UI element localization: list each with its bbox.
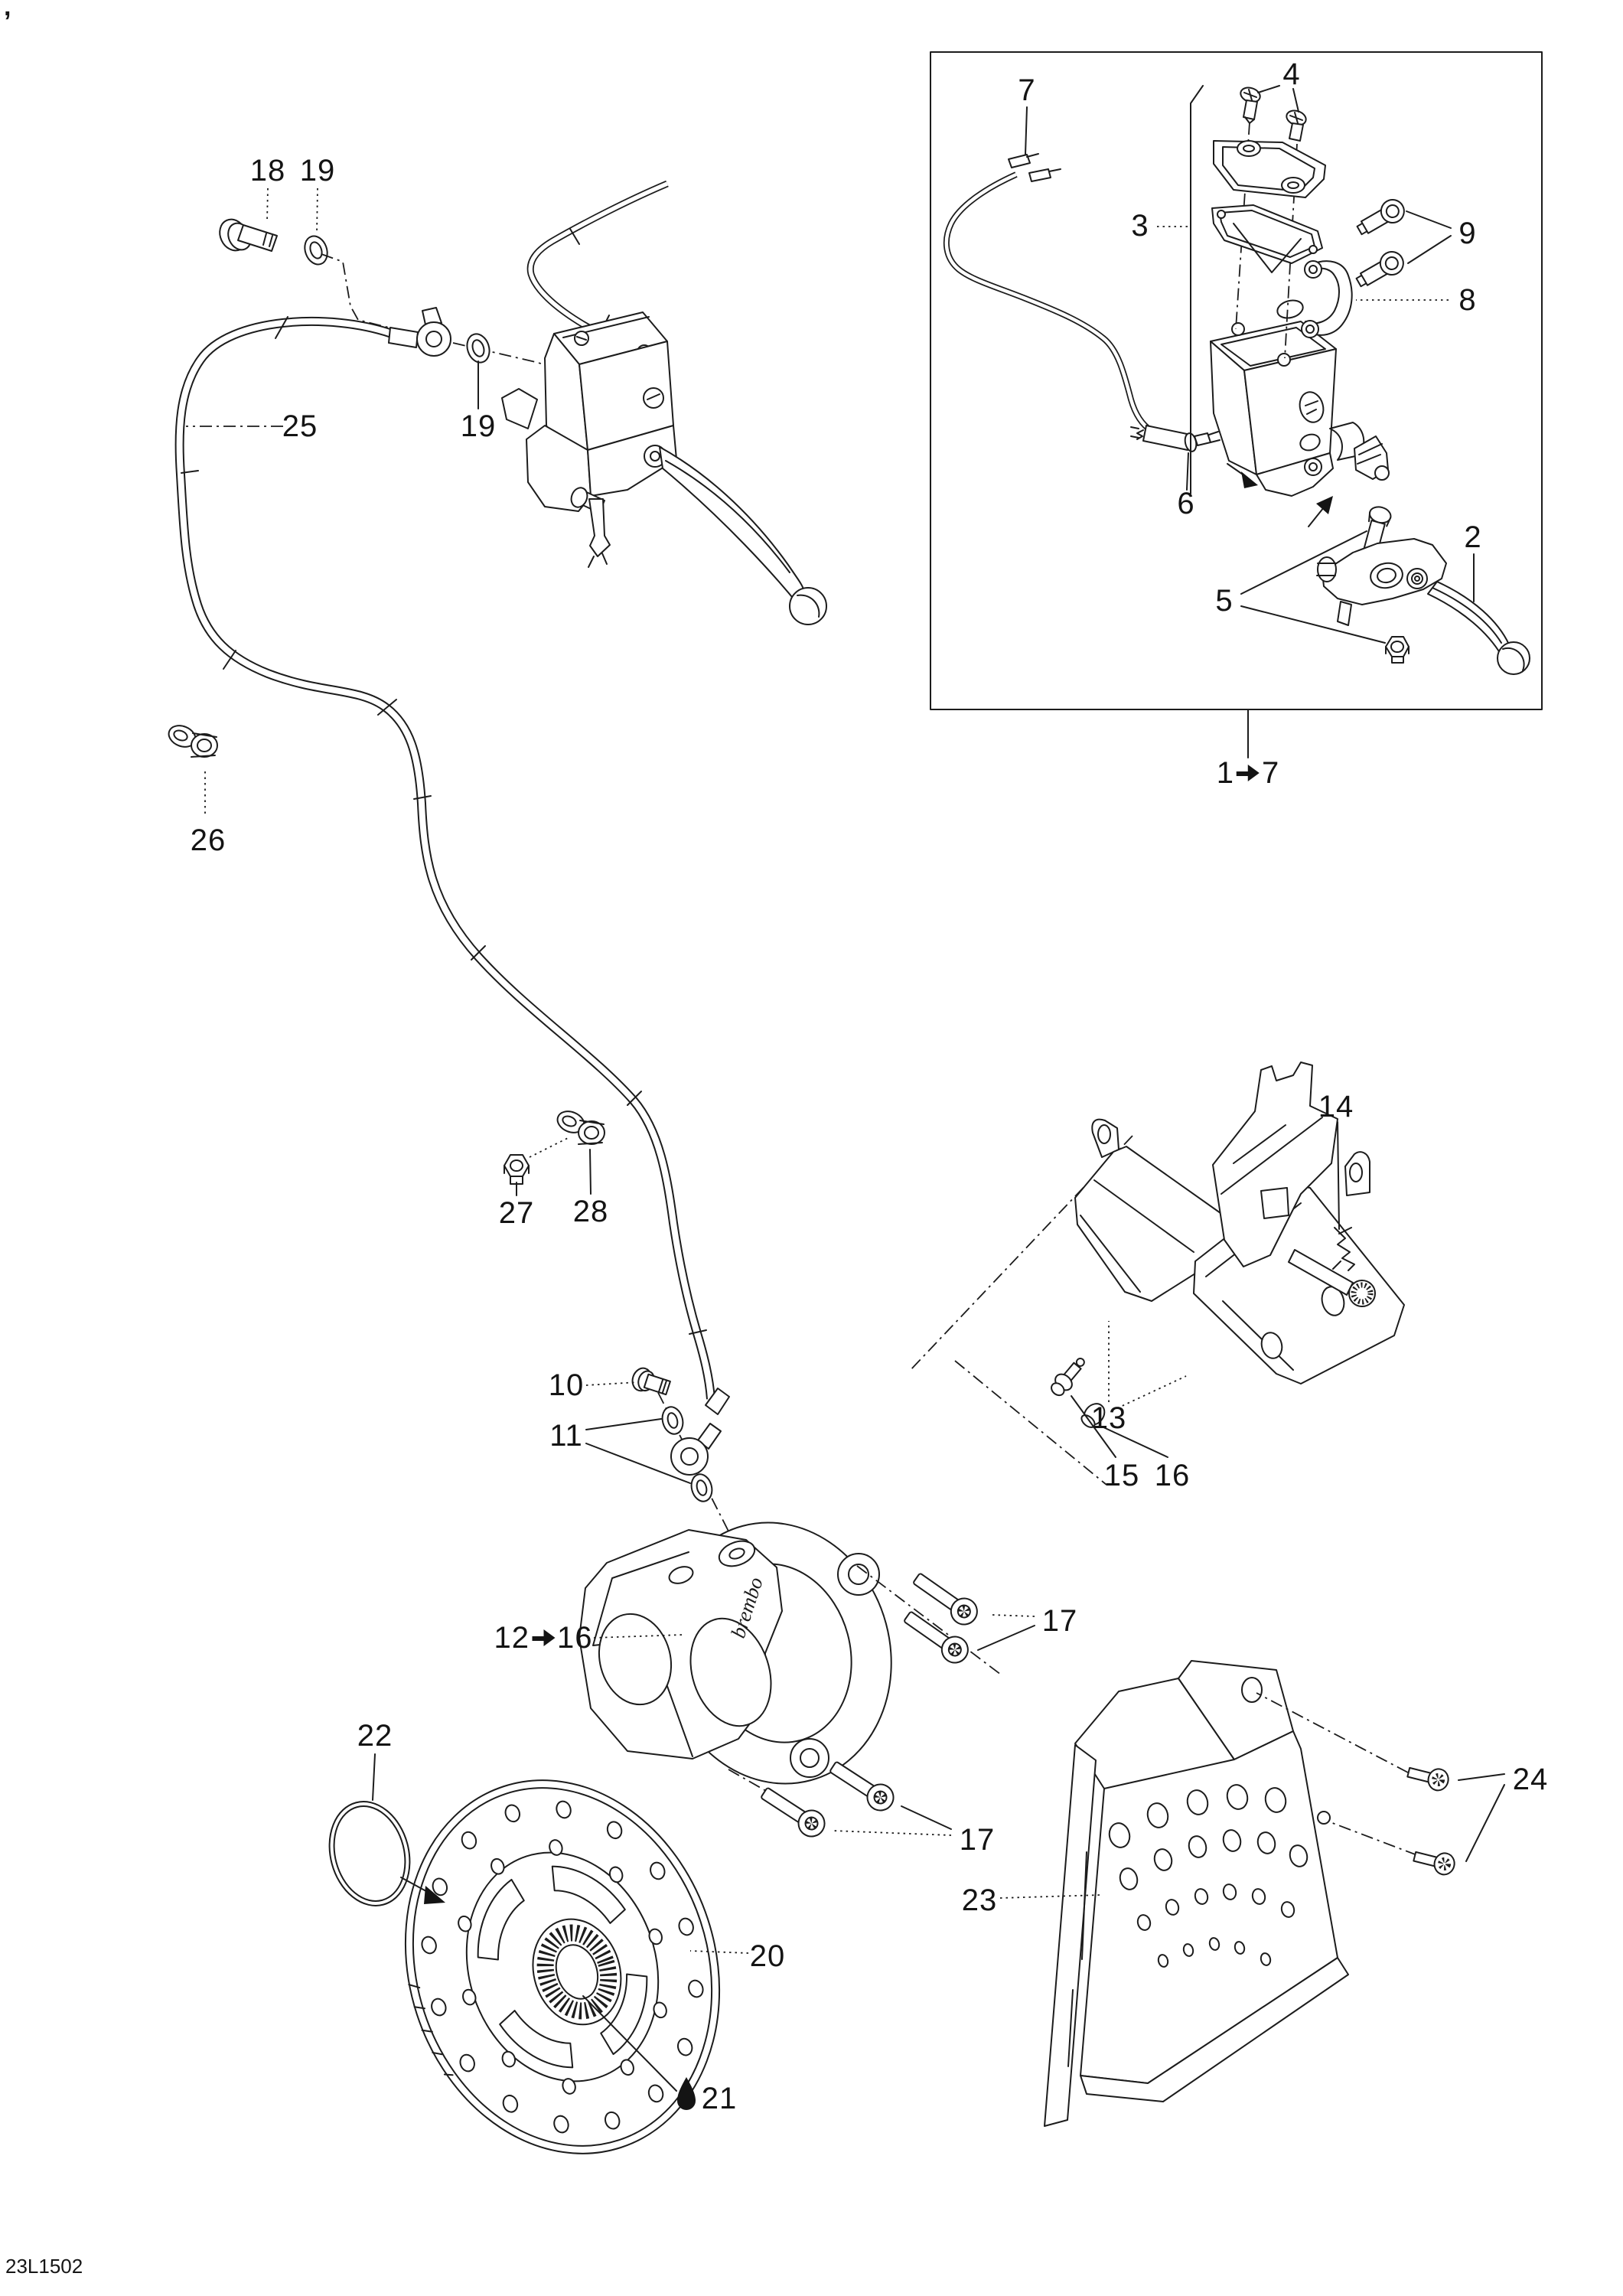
o-ring-22 [328, 1801, 445, 1906]
callout-19b: 19 [460, 409, 497, 443]
plate-holes [1108, 1784, 1309, 1968]
assembly-arrows [1227, 463, 1333, 527]
callout-18: 18 [249, 154, 286, 188]
callout-24: 24 [1512, 1763, 1549, 1796]
lever-nut-5 [1385, 636, 1410, 664]
boot [1354, 435, 1390, 481]
callout-17a: 17 [1041, 1604, 1078, 1638]
brake-caliper: brembo [578, 1521, 892, 1785]
range-to: 7 [1262, 756, 1280, 790]
reservoir-gasket-3 [1211, 204, 1323, 273]
pad-pin-14 [1288, 1249, 1376, 1307]
hose-elbow-fitting [670, 1388, 730, 1476]
callout-4: 4 [1282, 57, 1301, 91]
brake-lever-2 [1316, 538, 1530, 675]
callout-20: 20 [749, 1939, 786, 1973]
wire-switch-leads [947, 153, 1152, 431]
callout-25: 25 [282, 409, 318, 443]
inset-box [930, 51, 1543, 758]
callout-10: 10 [548, 1368, 585, 1402]
pad-spring-clip-14 [1332, 1227, 1355, 1271]
callout-7: 7 [1018, 73, 1036, 107]
right-arrow-icon [1237, 765, 1260, 781]
washer-19a [304, 235, 328, 266]
callout-28: 28 [572, 1195, 609, 1228]
hose-clamp-28 [556, 1110, 605, 1145]
callout-6: 6 [1177, 487, 1195, 520]
callout-23: 23 [961, 1883, 998, 1917]
disc-inner-holes [458, 1839, 667, 2095]
disc-hub [532, 1918, 622, 2026]
callout-11: 11 [549, 1419, 583, 1453]
callout-21: 21 [701, 2082, 738, 2115]
leader-lines [186, 85, 1505, 1954]
brake-switch-6 [1130, 425, 1221, 452]
caliper-bolts-17-lower [761, 1761, 895, 1838]
callout-22: 22 [357, 1719, 393, 1753]
master-cylinder-inset [1210, 299, 1365, 497]
brake-hose [180, 316, 711, 1399]
callout-range-1-7: 1 7 [1217, 758, 1280, 788]
master-cylinder-main [501, 311, 827, 625]
callout-27: 27 [498, 1196, 535, 1230]
range-from: 1 [1216, 756, 1234, 790]
droplet-icon [677, 2077, 696, 2110]
right-arrow-icon [532, 1629, 555, 1646]
range-to: 16 [557, 1621, 593, 1655]
plate-screws-24 [1256, 1692, 1455, 1876]
callout-5: 5 [1215, 584, 1234, 618]
sheet-code: 23L1502 [5, 2255, 83, 2278]
banjo-bolt-10 [631, 1367, 671, 1396]
range-from: 12 [494, 1621, 530, 1655]
callout-14: 14 [1318, 1090, 1354, 1124]
callout-16: 16 [1154, 1459, 1191, 1492]
callout-19a: 19 [299, 154, 336, 188]
disc-outer-holes [421, 1800, 704, 2134]
reservoir-cover-3 [1213, 140, 1326, 198]
washer-19b [466, 333, 490, 364]
guard-plate-23 [1044, 1660, 1349, 2127]
washers-11 [661, 1406, 713, 1502]
caliper-bolts-17-upper [904, 1573, 978, 1664]
nut-27 [504, 1137, 569, 1185]
callout-8: 8 [1458, 283, 1477, 317]
hose-banjo-fitting [388, 307, 451, 357]
clamp-bolts-9 [1355, 199, 1405, 288]
pad-retainer [1212, 1062, 1338, 1267]
hose-clamp-26 [168, 725, 218, 758]
callout-9: 9 [1458, 217, 1477, 250]
brake-disc [404, 1779, 721, 2154]
callout-15: 15 [1103, 1459, 1140, 1492]
callout-3: 3 [1131, 209, 1149, 243]
corner-mark: , [4, 0, 11, 21]
bleeder-screw-15 [1051, 1357, 1085, 1397]
callout-26: 26 [190, 823, 227, 857]
callout-range-12-16: 12 16 [494, 1623, 593, 1653]
banjo-bolt-18 [219, 218, 278, 252]
handlebar-clamp-8 [1301, 260, 1353, 338]
callout-17b: 17 [959, 1823, 996, 1857]
callout-13: 13 [1090, 1401, 1127, 1435]
callout-2: 2 [1464, 520, 1482, 554]
